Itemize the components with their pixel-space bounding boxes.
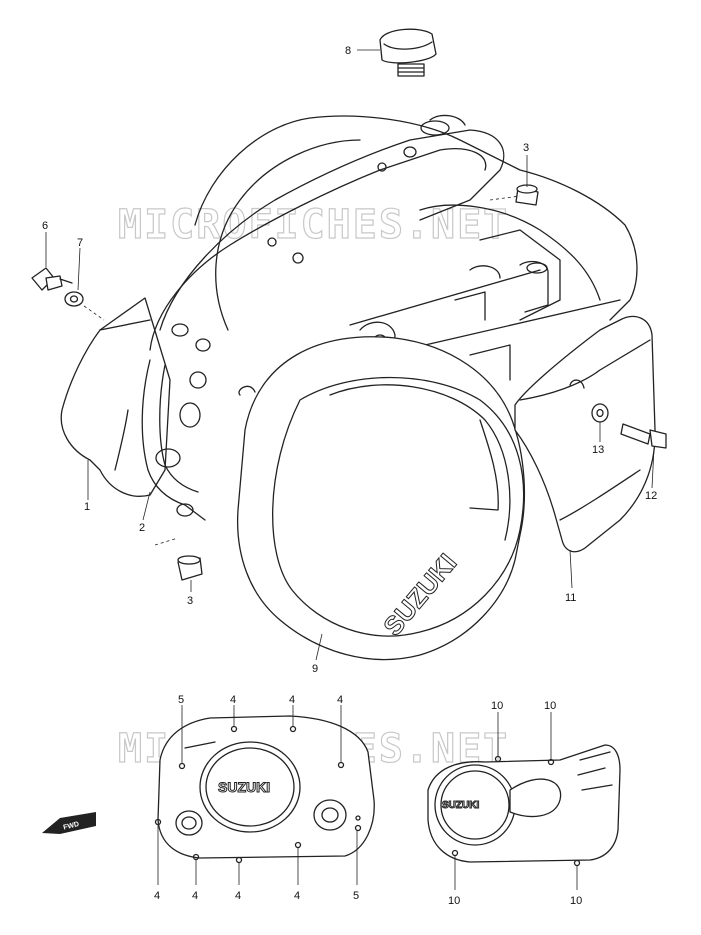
callout-5-bottom: 5 bbox=[353, 890, 359, 902]
fwd-arrow: FWD bbox=[42, 812, 96, 834]
watermark-top: MICROFICHES.NET bbox=[118, 202, 509, 248]
callout-labels: 8 3 6 7 1 2 3 9 13 12 11 5 4 4 4 4 4 4 4… bbox=[42, 45, 657, 907]
callout-11: 11 bbox=[565, 592, 576, 604]
crankcase-cover bbox=[60, 115, 638, 497]
cover-view-left: SUZUKI bbox=[154, 715, 375, 864]
oil-filler-cap bbox=[379, 28, 437, 77]
callout-4-bottom-3: 4 bbox=[235, 890, 241, 902]
magneto-cover: SUZUKI bbox=[236, 336, 526, 661]
cover-gasket bbox=[141, 129, 505, 521]
callout-4-top-3: 4 bbox=[337, 694, 343, 706]
callout-9: 9 bbox=[312, 663, 318, 675]
callout-13: 13 bbox=[592, 444, 604, 456]
callout-3-top: 3 bbox=[523, 142, 529, 154]
callout-6: 6 bbox=[42, 220, 48, 232]
callout-12: 12 bbox=[645, 490, 657, 502]
dowel-pin-top bbox=[515, 184, 539, 206]
callout-1: 1 bbox=[84, 501, 90, 513]
callout-3-bottom: 3 bbox=[187, 595, 193, 607]
callout-2: 2 bbox=[139, 522, 145, 534]
callout-10-top-2: 10 bbox=[544, 700, 556, 712]
bolt-6 bbox=[31, 267, 73, 291]
clutch-cover-logo: SUZUKI bbox=[442, 800, 479, 811]
side-cover-11 bbox=[514, 315, 656, 553]
callout-10-top-1: 10 bbox=[491, 700, 503, 712]
cover-view-right: SUZUKI bbox=[427, 744, 621, 867]
leader-lines bbox=[83, 195, 629, 546]
callout-10-bottom-1: 10 bbox=[448, 895, 460, 907]
washer-7 bbox=[64, 291, 84, 307]
fwd-label: FWD bbox=[63, 821, 80, 832]
callout-leaders bbox=[45, 49, 655, 890]
callout-5-top: 5 bbox=[178, 694, 184, 706]
callout-4-bottom-4: 4 bbox=[294, 890, 300, 902]
bolt-12 bbox=[620, 423, 667, 449]
callout-4-bottom-1: 4 bbox=[154, 890, 160, 902]
washer-13 bbox=[591, 403, 609, 423]
small-cover-logo: SUZUKI bbox=[218, 779, 270, 795]
callout-4-top-1: 4 bbox=[230, 694, 236, 706]
callout-7: 7 bbox=[77, 237, 83, 249]
callout-4-bottom-2: 4 bbox=[192, 890, 198, 902]
dowel-pin-bottom bbox=[177, 555, 203, 581]
callout-4-top-2: 4 bbox=[289, 694, 295, 706]
callout-8: 8 bbox=[345, 45, 351, 57]
callout-10-bottom-2: 10 bbox=[570, 895, 582, 907]
